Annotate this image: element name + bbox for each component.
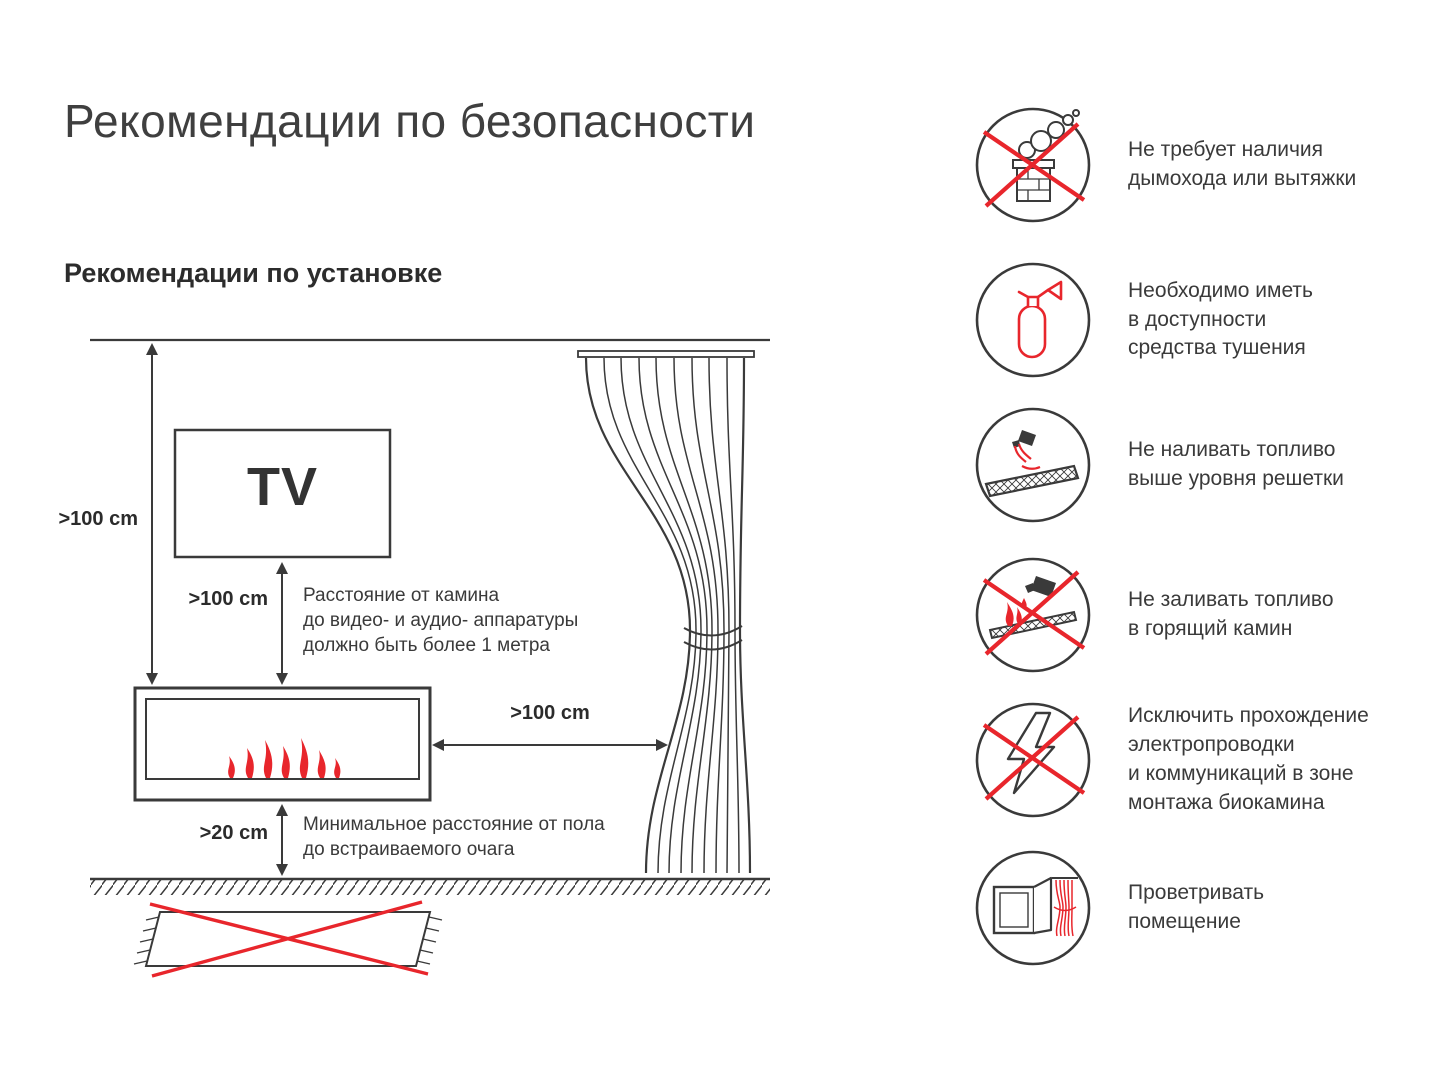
installation-diagram: TV >100 cm >100 cm Расстояние от камина … <box>58 330 780 990</box>
page-title: Рекомендации по безопасности <box>64 95 756 147</box>
fuel-level-icon <box>975 407 1091 523</box>
safety-item-no-chimney: Не требует наличия дымохода или вытяжки <box>972 104 1440 226</box>
note-tv-distance: Расстояние от камина до видео- и аудио- … <box>303 585 579 657</box>
installation-diagram-art <box>90 338 770 978</box>
carpet-crossed-out <box>133 900 443 978</box>
no-wiring-icon <box>975 702 1091 818</box>
safety-item-text: Не заливать топливо в горящий камин <box>1128 588 1334 640</box>
fireplace-box <box>133 686 432 802</box>
safety-item-ventilation: Проветривать помещение <box>972 847 1440 969</box>
dimension-arrows <box>146 343 668 876</box>
section-title-installation: Рекомендации по установке <box>64 258 443 288</box>
tv-label: TV <box>246 457 318 517</box>
safety-item-text: Исключить прохождение электропроводки и … <box>1128 704 1369 814</box>
safety-item-text: Не требует наличия дымохода или вытяжки <box>1128 138 1357 190</box>
dim-ceiling-to-fireplace: >100 cm <box>58 508 138 530</box>
safety-item-fuel-level: Не наливать топливо выше уровня решетки <box>972 404 1440 526</box>
safety-item-text: Не наливать топливо выше уровня решетки <box>1128 438 1344 490</box>
red-cross-icon <box>149 900 429 978</box>
safety-item-text: Проветривать помещение <box>1128 881 1265 933</box>
flames-icon <box>228 738 341 778</box>
no-chimney-icon <box>975 107 1091 223</box>
safety-item-extinguisher: Необходимо иметь в доступности средства … <box>972 259 1440 381</box>
floor-line <box>90 877 770 895</box>
ventilation-icon <box>975 850 1091 966</box>
fire-extinguisher-icon <box>975 262 1091 378</box>
dim-fireplace-to-curtain: >100 cm <box>510 702 590 724</box>
tv-box <box>173 428 392 559</box>
safety-item-no-refuel-burning: Не заливать топливо в горящий камин <box>972 554 1440 676</box>
safety-item-no-wiring: Исключить прохождение электропроводки и … <box>972 699 1440 821</box>
note-floor-distance: Минимальное расстояние от пола до встраи… <box>303 814 605 861</box>
dim-tv-to-fireplace: >100 cm <box>188 588 268 610</box>
no-refuel-burning-icon <box>975 557 1091 673</box>
safety-item-text: Необходимо иметь в доступности средства … <box>1128 278 1313 360</box>
curtain-drawing <box>584 357 752 874</box>
curtain-rod <box>577 350 755 358</box>
dim-floor-to-fireplace: >20 cm <box>199 822 268 844</box>
